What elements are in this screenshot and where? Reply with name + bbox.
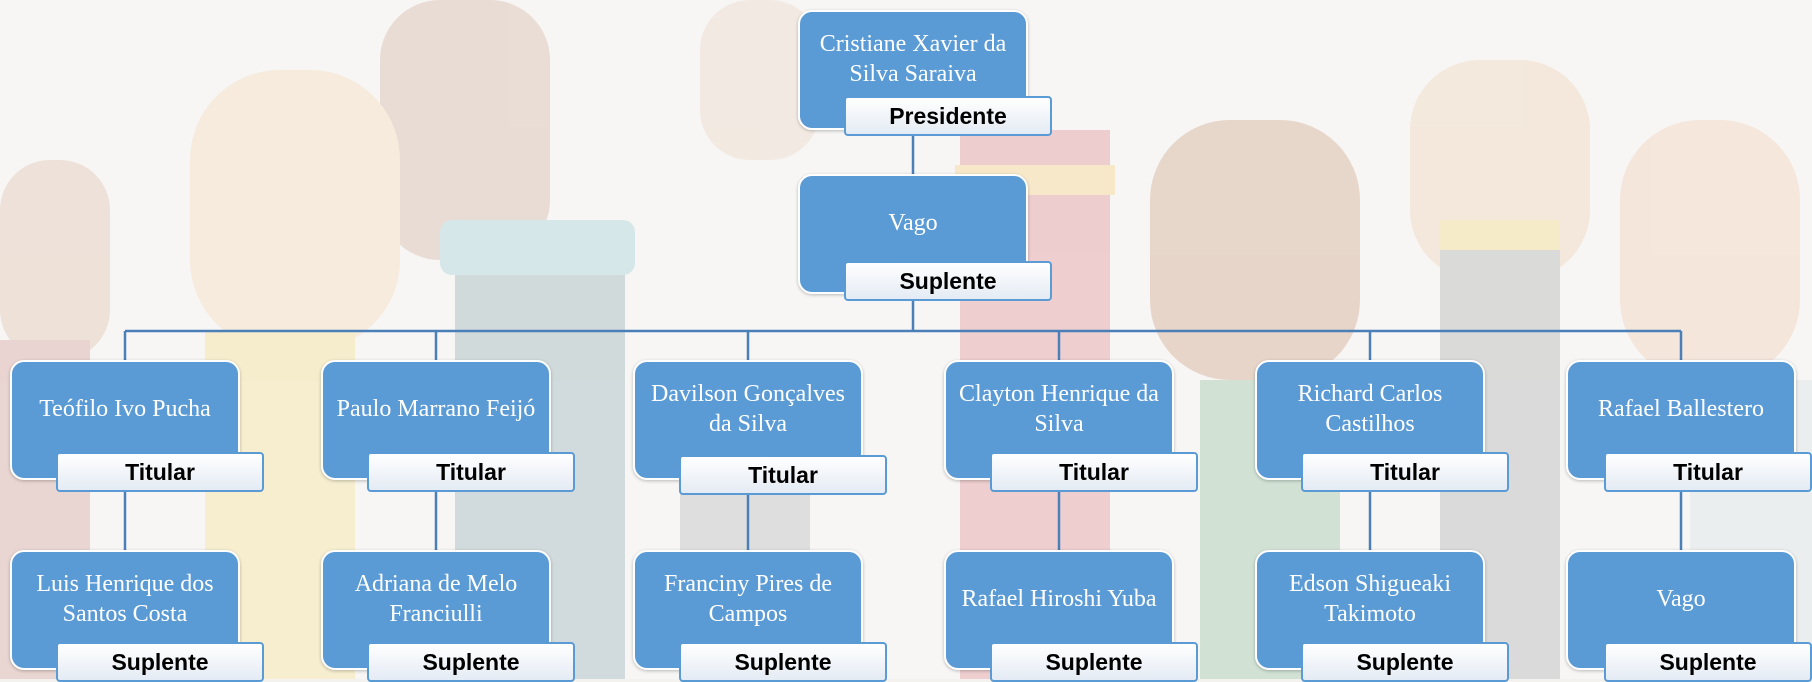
suplente-role-text-4: Suplente <box>1045 648 1143 675</box>
titular-name-2: Paulo Marrano Feijó <box>336 396 536 422</box>
titular-role-text-5: Titular <box>1370 458 1440 485</box>
titular-name-5: Richard Carlos Castilhos <box>1297 381 1443 437</box>
suplente-name-5: Edson Shigueaki Takimoto <box>1289 571 1451 627</box>
suplente-role-label-3: Suplente <box>679 642 887 682</box>
suplente-name-2: Adriana de Melo Franciulli <box>354 571 518 627</box>
suplente-role-text-1: Suplente <box>111 648 209 675</box>
suplente-role-text-2: Suplente <box>422 648 520 675</box>
titular-role-text-3: Titular <box>748 461 818 488</box>
president-role-label: Presidente <box>844 96 1052 136</box>
suplente-role-label-6: Suplente <box>1604 642 1812 682</box>
titular-role-label-1: Titular <box>56 452 264 492</box>
titular-role-text-1: Titular <box>125 458 195 485</box>
suplente-role-label-4: Suplente <box>990 642 1198 682</box>
president-substitute-name: Vago <box>888 210 938 236</box>
suplente-role-text-6: Suplente <box>1659 648 1757 675</box>
suplente-role-text-5: Suplente <box>1356 648 1454 675</box>
president-substitute-role-label: Suplente <box>844 261 1052 301</box>
president-substitute-role-text: Suplente <box>899 267 997 294</box>
titular-role-label-3: Titular <box>679 455 887 495</box>
suplente-name-6: Vago <box>1656 586 1706 612</box>
suplente-role-label-2: Suplente <box>367 642 575 682</box>
president-role-text: Presidente <box>889 102 1007 129</box>
suplente-name-3: Franciny Pires de Campos <box>664 571 832 627</box>
suplente-name-4: Rafael Hiroshi Yuba <box>961 586 1157 612</box>
suplente-role-label-1: Suplente <box>56 642 264 682</box>
suplente-role-label-5: Suplente <box>1301 642 1509 682</box>
suplente-role-text-3: Suplente <box>734 648 832 675</box>
titular-role-text-4: Titular <box>1059 458 1129 485</box>
suplente-name-1: Luis Henrique dos Santos Costa <box>36 571 214 627</box>
president-name: Cristiane Xavier da Silva Saraiva <box>819 31 1007 87</box>
titular-role-text-6: Titular <box>1673 458 1743 485</box>
titular-name-6: Rafael Ballestero <box>1598 396 1764 422</box>
titular-name-3: Davilson Gonçalves da Silva <box>651 381 845 437</box>
titular-role-label-2: Titular <box>367 452 575 492</box>
titular-name-4: Clayton Henrique da Silva <box>959 381 1159 437</box>
titular-role-text-2: Titular <box>436 458 506 485</box>
titular-name-1: Teófilo Ivo Pucha <box>39 396 211 422</box>
titular-role-label-5: Titular <box>1301 452 1509 492</box>
titular-role-label-4: Titular <box>990 452 1198 492</box>
titular-role-label-6: Titular <box>1604 452 1812 492</box>
